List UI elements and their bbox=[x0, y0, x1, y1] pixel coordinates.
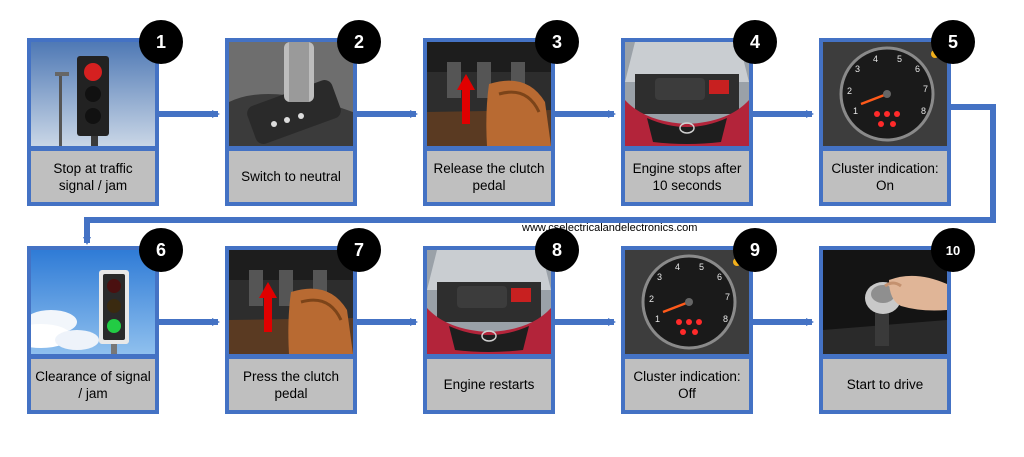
svg-text:2: 2 bbox=[847, 86, 852, 96]
step-number-badge: 5 bbox=[931, 20, 975, 64]
step-number-badge: 6 bbox=[139, 228, 183, 272]
step-caption: Cluster indication: Off bbox=[625, 359, 749, 410]
engine-bay-image bbox=[625, 42, 749, 146]
svg-text:3: 3 bbox=[657, 272, 662, 282]
step-caption: Engine restarts bbox=[427, 359, 551, 410]
step-caption: Stop at traffic signal / jam bbox=[31, 151, 155, 202]
step-4-box: Engine stops after 10 seconds bbox=[621, 38, 753, 206]
step-number-badge: 1 bbox=[139, 20, 183, 64]
red-traffic-light-image bbox=[31, 42, 155, 146]
step-6-box: Clearance of signal / jam bbox=[27, 246, 159, 414]
engine-bay-image bbox=[427, 250, 551, 354]
step-2-box: Switch to neutral bbox=[225, 38, 357, 206]
svg-text:7: 7 bbox=[725, 292, 730, 302]
step-7-box: Press the clutch pedal bbox=[225, 246, 357, 414]
step-caption: Engine stops after 10 seconds bbox=[625, 151, 749, 202]
svg-text:8: 8 bbox=[921, 106, 926, 116]
step-caption: Release the clutch pedal bbox=[427, 151, 551, 202]
svg-text:5: 5 bbox=[897, 54, 902, 64]
step-number-badge: 9 bbox=[733, 228, 777, 272]
svg-text:8: 8 bbox=[723, 314, 728, 324]
step-number-badge: 10 bbox=[931, 228, 975, 272]
hand-on-gear-knob-image bbox=[823, 250, 947, 354]
green-traffic-light-image bbox=[31, 250, 155, 354]
pedal-press-image bbox=[229, 250, 353, 354]
svg-text:7: 7 bbox=[923, 84, 928, 94]
svg-text:3: 3 bbox=[855, 64, 860, 74]
step-caption: Clearance of signal / jam bbox=[31, 359, 155, 410]
svg-text:6: 6 bbox=[717, 272, 722, 282]
svg-text:5: 5 bbox=[699, 262, 704, 272]
step-1-box: Stop at traffic signal / jam bbox=[27, 38, 159, 206]
step-caption: Cluster indication: On bbox=[823, 151, 947, 202]
step-number-badge: 3 bbox=[535, 20, 579, 64]
svg-text:1: 1 bbox=[655, 314, 660, 324]
gear-shifter-neutral-image bbox=[229, 42, 353, 146]
arrow-5-6 bbox=[83, 104, 996, 245]
svg-text:2: 2 bbox=[649, 294, 654, 304]
step-number-badge: 4 bbox=[733, 20, 777, 64]
step-number-badge: 7 bbox=[337, 228, 381, 272]
step-10-box: Start to drive bbox=[819, 246, 951, 414]
step-caption: Press the clutch pedal bbox=[229, 359, 353, 410]
svg-text:6: 6 bbox=[915, 64, 920, 74]
step-8-box: Engine restarts bbox=[423, 246, 555, 414]
svg-text:1: 1 bbox=[853, 106, 858, 116]
svg-text:4: 4 bbox=[675, 262, 680, 272]
pedal-release-image bbox=[427, 42, 551, 146]
step-caption: Start to drive bbox=[823, 359, 947, 410]
svg-text:4: 4 bbox=[873, 54, 878, 64]
step-caption: Switch to neutral bbox=[229, 151, 353, 202]
step-number-badge: 2 bbox=[337, 20, 381, 64]
step-number-badge: 8 bbox=[535, 228, 579, 272]
step-3-box: Release the clutch pedal bbox=[423, 38, 555, 206]
